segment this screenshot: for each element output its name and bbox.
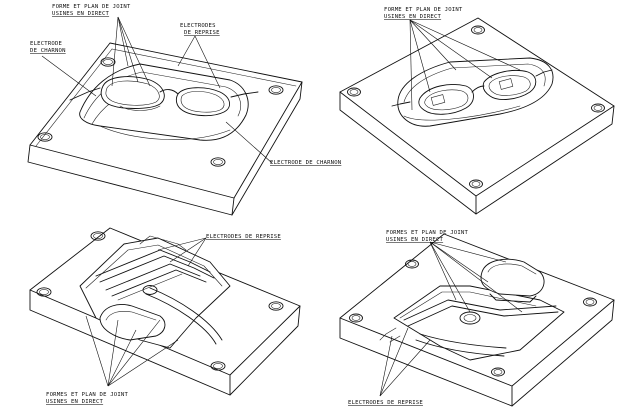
panel-bottom-left-mold: ELECTRODES DE REPRISE FORMES ET PLAN DE … <box>30 228 300 405</box>
mounting-holes-bottom-right <box>350 260 597 376</box>
mold-core-bottom-right <box>394 259 564 360</box>
panel-top-right-mold: FORME ET PLAN DE JOINT USINES EN DIRECT <box>340 7 614 214</box>
label-forme-line2: USINES EN DIRECT <box>52 11 110 17</box>
label-formes-line1: FORMES ET PLAN DE JOINT <box>46 392 128 398</box>
panel-top-left-mold: FORME ET PLAN DE JOINT USINES EN DIRECT … <box>28 4 341 215</box>
label-forme-line2: USINES EN DIRECT <box>384 14 442 20</box>
label-formes-line2: USINES EN DIRECT <box>46 399 104 405</box>
leader-lines-bottom-right <box>380 242 522 396</box>
leader-lines-top-left <box>42 17 272 163</box>
mounting-holes-bottom-left <box>37 232 283 370</box>
label-electrode-left: ELECTRODE <box>30 41 63 47</box>
label-electrodes-de-reprise: ELECTRODES DE REPRISE <box>206 234 281 240</box>
label-de-charnon-left: DE CHARNON <box>30 48 66 54</box>
label-de-reprise: DE REPRISE <box>184 30 220 36</box>
glasses-frame-top-left <box>70 77 258 116</box>
label-electrodes: ELECTRODES <box>180 23 216 29</box>
label-forme-line1: FORME ET PLAN DE JOINT <box>52 4 131 10</box>
labels-bottom-left: ELECTRODES DE REPRISE FORMES ET PLAN DE … <box>46 234 281 405</box>
labels-bottom-right: FORMES ET PLAN DE JOINT USINES EN DIRECT… <box>348 230 468 406</box>
label-forme-line1: FORME ET PLAN DE JOINT <box>384 7 463 13</box>
label-formes-line1: FORMES ET PLAN DE JOINT <box>386 230 468 236</box>
label-electrodes-de-reprise: ELECTRODES DE REPRISE <box>348 400 423 406</box>
label-formes-line2: USINES EN DIRECT <box>386 237 444 243</box>
leader-lines-top-right <box>410 20 520 110</box>
label-electrode-de-charnon: ELECTRODE DE CHARNON <box>270 160 341 166</box>
panel-bottom-right-mold: FORMES ET PLAN DE JOINT USINES EN DIRECT… <box>340 230 614 406</box>
labels-top-right: FORME ET PLAN DE JOINT USINES EN DIRECT <box>384 7 463 20</box>
leader-lines-bottom-left <box>86 238 206 386</box>
temple-arms-bottom-left <box>96 236 222 344</box>
temple-arms-bottom-right <box>380 300 558 356</box>
mounting-holes-top-right <box>348 26 605 188</box>
labels-top-left: FORME ET PLAN DE JOINT USINES EN DIRECT … <box>30 4 341 166</box>
glasses-frame-top-right <box>392 70 552 114</box>
mounting-holes-top-left <box>38 58 283 166</box>
